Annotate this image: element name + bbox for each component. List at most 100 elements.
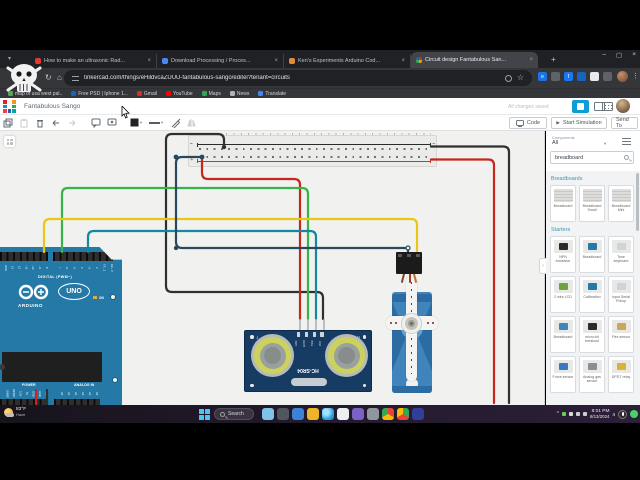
taskbar-app-icon[interactable] [277, 408, 289, 420]
add-note-button[interactable] [88, 117, 104, 129]
wire-color-swatch[interactable]: ▾ [128, 117, 144, 129]
component-card[interactable]: Breadboard Small [579, 185, 605, 222]
flip-button[interactable] [184, 117, 200, 129]
reload-button[interactable]: ↻ [45, 73, 52, 82]
tray-icon[interactable] [582, 412, 587, 416]
wire-tool-icon[interactable] [168, 117, 184, 129]
power-header[interactable] [0, 399, 48, 405]
starter-card[interactable]: 2 wire LCD [550, 276, 576, 313]
tinkercad-avatar[interactable] [616, 99, 630, 113]
extension-icon[interactable] [603, 72, 612, 81]
starter-card[interactable]: DPDT relay [608, 356, 634, 393]
starter-card[interactable]: Breadboard [550, 316, 576, 353]
component-card[interactable]: Breadboard [550, 185, 576, 222]
atmega-chip[interactable] [0, 352, 102, 382]
servo-connector[interactable] [396, 252, 422, 274]
taskbar-app-icon[interactable] [382, 408, 394, 420]
taskbar-app-icon[interactable] [367, 408, 379, 420]
tab-close-icon[interactable]: × [147, 58, 151, 64]
bookmark-item[interactable]: YouTube [165, 91, 193, 97]
taskbar-app-icon[interactable] [352, 408, 364, 420]
browser-tab[interactable]: Circuit design Fantabulous San... × [411, 52, 538, 68]
undo-button[interactable] [48, 117, 64, 129]
zoom-to-fit-button[interactable] [4, 136, 15, 147]
page-action-icon[interactable] [504, 74, 512, 82]
filter-caret-icon[interactable]: ▾ [604, 141, 607, 146]
breadboard-power-rail[interactable]: − + − + [188, 132, 437, 167]
taskbar-app-icon[interactable] [337, 408, 349, 420]
bookmark-star-icon[interactable]: ☆ [516, 73, 524, 82]
digital-header-left[interactable] [0, 252, 48, 261]
digital-header-right[interactable] [53, 252, 113, 261]
keyboard-icon[interactable] [602, 102, 613, 111]
starter-card[interactable]: Breadboard [579, 236, 605, 273]
bookmark-item[interactable]: Free PSD | Iphone 1... [71, 91, 128, 97]
start-button[interactable] [199, 408, 210, 420]
browser-tab[interactable]: Ken's Experiments Arduino Cod... × [284, 54, 411, 68]
rail-holes-bottom[interactable] [199, 156, 429, 159]
taskbar-app-icon[interactable] [307, 408, 319, 420]
window-minimize-button[interactable]: – [602, 51, 607, 58]
list-view-icon[interactable] [622, 138, 631, 146]
tray-icon[interactable] [575, 412, 580, 416]
hidden-icons-chevron[interactable]: ^ [556, 411, 559, 417]
starter-card[interactable]: Flex sensor [608, 316, 634, 353]
sidebar-collapse-handle[interactable]: ‹ [539, 258, 546, 274]
copy-button[interactable] [0, 117, 16, 129]
redo-button[interactable] [64, 117, 80, 129]
bookmark-item[interactable]: Translate [258, 91, 286, 97]
bookmark-item[interactable]: map of usa west pal.. [8, 91, 62, 97]
start-simulation-button[interactable]: ▶ Start Simulation [551, 117, 607, 129]
browser-profile-avatar[interactable] [617, 71, 628, 82]
analog-header[interactable] [54, 399, 100, 405]
window-maximize-button[interactable]: ▢ [616, 52, 623, 59]
starter-card[interactable]: Input Serial Pullup [608, 276, 634, 313]
taskbar-app-icon[interactable] [397, 408, 409, 420]
taskbar-app-icon[interactable] [292, 408, 304, 420]
home-button[interactable]: ⌂ [57, 73, 62, 82]
browser-tab[interactable]: How to make an ultrasonic Rad... × [30, 54, 157, 68]
window-close-button[interactable]: × [632, 51, 636, 58]
mic-overlay-icon[interactable] [618, 409, 627, 419]
tab-close-icon[interactable]: × [401, 58, 405, 64]
send-to-button[interactable]: Send To [611, 117, 638, 129]
tray-icon[interactable] [568, 412, 573, 416]
starter-card[interactable]: Analog gas sensor [579, 356, 605, 393]
extension-icon[interactable] [551, 72, 560, 81]
taskbar-search[interactable]: Search [214, 408, 254, 420]
components-list[interactable]: Breadboards Breadboard Breadboard Small [546, 171, 640, 405]
circuit-view-button[interactable] [572, 100, 589, 113]
components-filter-dropdown[interactable]: All [552, 140, 559, 146]
tab-search-chevron[interactable]: ▾ [8, 56, 12, 62]
extension-icon[interactable] [577, 72, 586, 81]
tab-close-icon[interactable]: × [529, 57, 533, 63]
taskbar-app-icon[interactable] [412, 408, 424, 420]
new-tab-button[interactable]: + [551, 55, 556, 64]
taskbar-app-icon[interactable] [322, 408, 334, 420]
sensor-pads[interactable] [297, 332, 324, 337]
sidebar-scrollbar[interactable] [636, 173, 639, 231]
tinkercad-logo-icon[interactable] [3, 100, 16, 113]
servo-horn-gear[interactable] [401, 313, 422, 334]
extension-icon[interactable]: e [538, 72, 547, 81]
component-search-input[interactable]: breadboard [550, 151, 634, 164]
starter-card[interactable]: Calibration [579, 276, 605, 313]
bookmark-item[interactable]: News [229, 91, 249, 97]
recording-status-icon[interactable] [630, 410, 638, 418]
browser-menu-icon[interactable]: ⋮ [632, 73, 639, 80]
delete-button[interactable] [32, 117, 48, 129]
bookmark-item[interactable]: Maps [201, 91, 221, 97]
browser-tab[interactable]: Download Processing / Proces... × [157, 54, 284, 68]
notification-badge[interactable]: 4 [612, 411, 615, 417]
bookmark-item[interactable]: Gmail [136, 91, 157, 97]
code-button[interactable]: Code [509, 117, 547, 129]
starter-card[interactable]: micro:bit breakout [579, 316, 605, 353]
starter-card[interactable]: NPN transistor [550, 236, 576, 273]
toggle-notes-button[interactable] [104, 117, 120, 129]
design-title[interactable]: Fantabulous Sango [24, 103, 81, 110]
address-bar[interactable]: tinkercad.com/things/eHildvcaZUUU-fantab… [64, 70, 532, 86]
paste-button[interactable] [16, 117, 32, 129]
